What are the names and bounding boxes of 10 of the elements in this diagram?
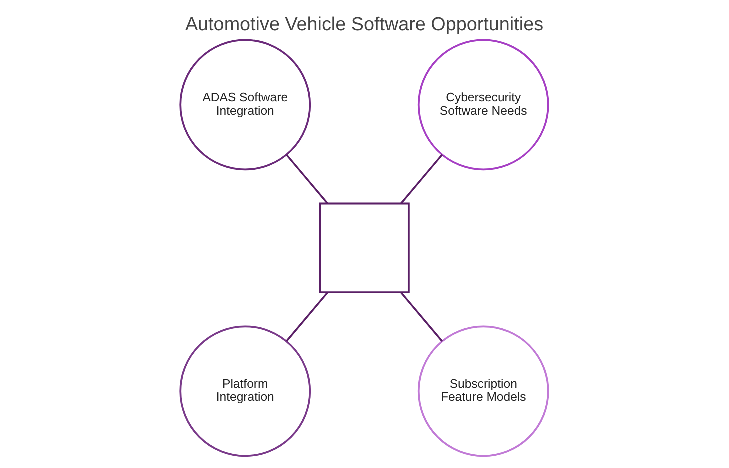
connector xyxy=(286,292,329,342)
diagram-title: Automotive Vehicle Software Opportunities xyxy=(185,14,544,36)
node-circle: Platform Integration xyxy=(180,326,312,458)
node-circle: Subscription Feature Models xyxy=(418,326,550,458)
node-box xyxy=(319,202,410,294)
connector xyxy=(400,154,444,204)
node-circle: ADAS Software Integration xyxy=(180,39,312,171)
connector xyxy=(400,292,443,342)
connector xyxy=(286,154,328,204)
node-circle: Cybersecurity Software Needs xyxy=(418,39,550,171)
